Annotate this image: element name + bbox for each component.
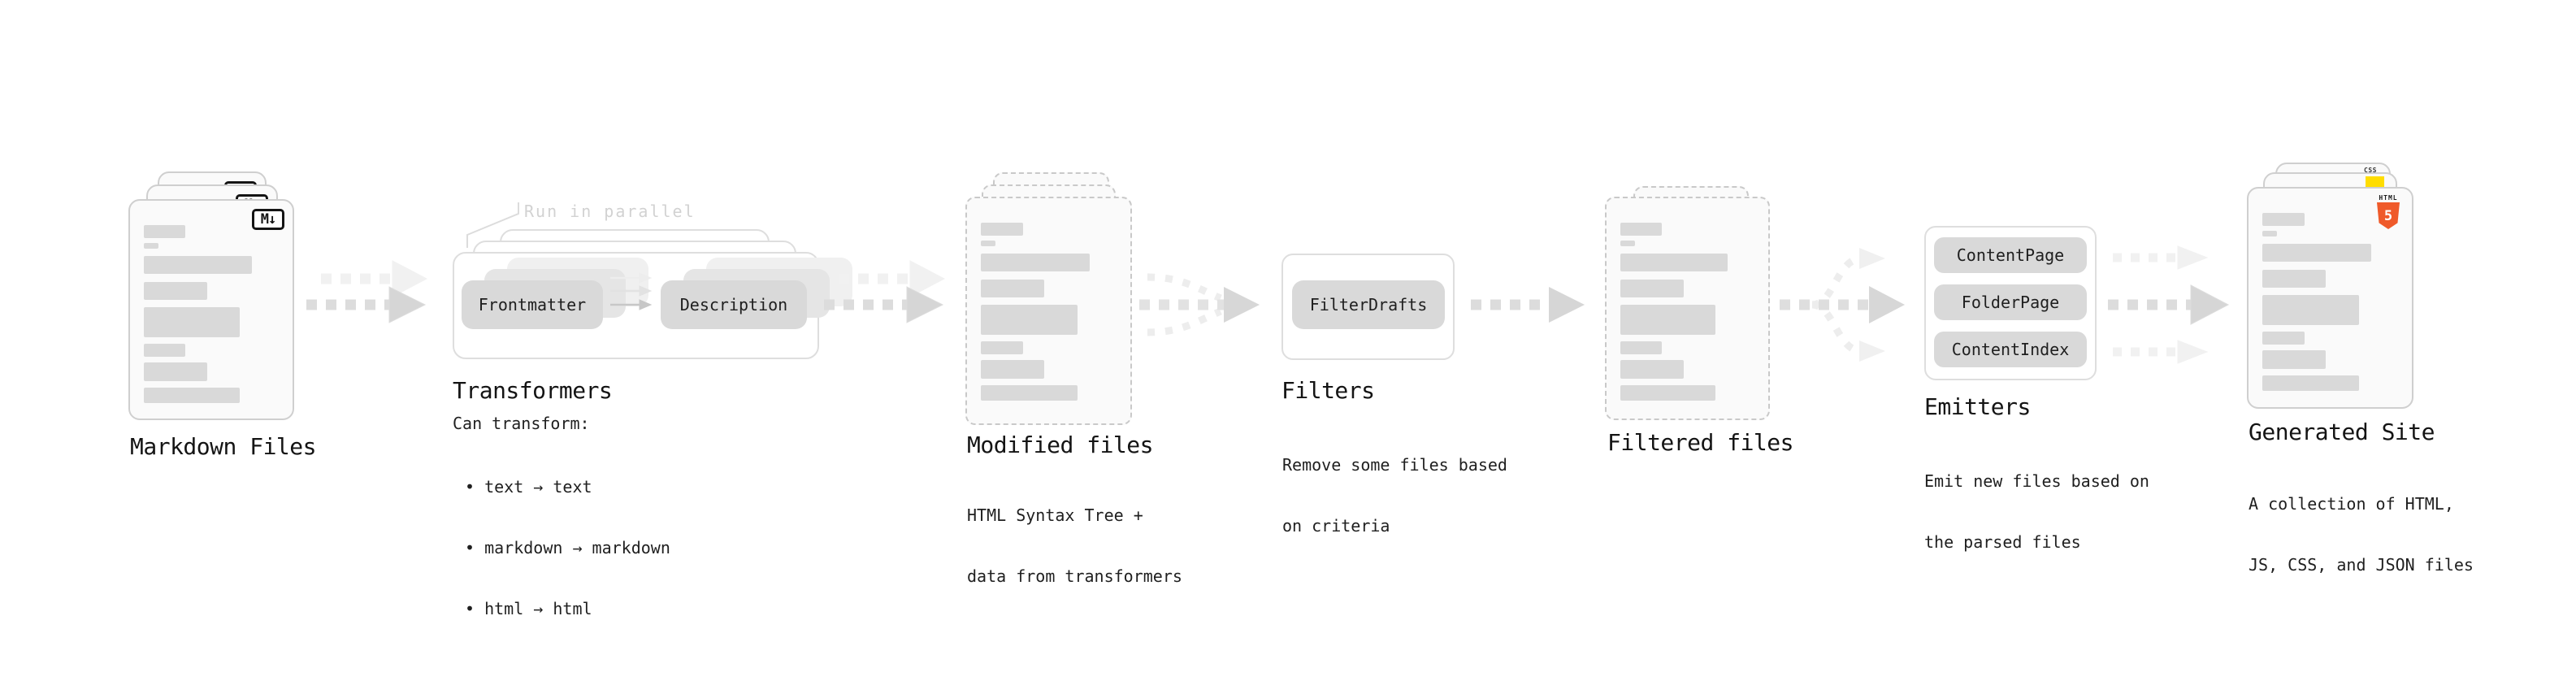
text-line-placeholder — [144, 256, 252, 274]
transformer-capability: • text → text — [465, 477, 592, 497]
flow-arrow-transformers-to-modified — [824, 260, 946, 323]
markdown-icon-text: M↓ — [260, 211, 277, 228]
contentpage-pill: ContentPage — [1934, 237, 2087, 273]
text-line-placeholder — [1620, 223, 1663, 236]
markdown-files-stack: M↓ M↓ M↓ — [128, 171, 301, 422]
text-line-placeholder — [2262, 244, 2371, 262]
text-line-placeholder — [981, 360, 1045, 379]
flow-arrow-modified-to-filters — [1139, 273, 1260, 336]
flow-arrow-filters-to-filtered — [1471, 287, 1585, 323]
text-line-placeholder — [1620, 385, 1716, 401]
filtered-files-stack — [1605, 186, 1777, 420]
document-content-placeholder — [2249, 189, 2412, 391]
modified-files-sublabel: HTML Syntax Tree + data from transformer… — [967, 465, 1182, 627]
flow-arrow-markdown-to-transformers — [306, 260, 428, 323]
description-pill: Description — [661, 280, 807, 329]
modified-file-card-front — [965, 197, 1132, 425]
text-line-placeholder — [144, 362, 208, 381]
sublabel-line: data from transformers — [967, 566, 1182, 586]
markdown-icon: M↓ — [252, 209, 284, 230]
text-line-placeholder — [981, 280, 1045, 297]
transformers-bullet-list: • text → text • markdown → markdown • ht… — [465, 436, 670, 660]
modified-files-stack — [965, 172, 1138, 425]
document-content-placeholder — [1607, 198, 1768, 401]
filters-heading: Filters — [1281, 377, 1375, 404]
html5-icon-number: 5 — [2383, 207, 2393, 224]
sublabel-line: HTML Syntax Tree + — [967, 505, 1143, 525]
generated-site-stack: CSS HTML 5 — [2247, 163, 2419, 409]
generated-site-label: Generated Site — [2249, 419, 2435, 445]
text-line-placeholder — [144, 225, 186, 238]
filtered-file-card-front — [1605, 197, 1770, 420]
css-icon-text: CSS — [2364, 167, 2377, 174]
text-line-placeholder — [144, 388, 240, 403]
js-icon — [2366, 176, 2384, 188]
document-content-placeholder — [130, 201, 293, 403]
folderpage-pill: FolderPage — [1934, 284, 2087, 320]
text-line-placeholder — [2262, 295, 2359, 325]
text-line-placeholder — [1620, 360, 1684, 379]
text-line-placeholder — [2262, 350, 2327, 369]
sublabel-line: on criteria — [1282, 516, 1390, 536]
html5-icon-shield: 5 — [2377, 202, 2400, 229]
text-line-placeholder — [144, 344, 186, 357]
text-line-placeholder — [981, 385, 1078, 401]
filters-container: FilterDrafts — [1281, 254, 1455, 360]
sublabel-line: A collection of HTML, — [2249, 494, 2454, 514]
filterdrafts-pill: FilterDrafts — [1292, 280, 1445, 329]
sublabel-line: the parsed files — [1924, 532, 2081, 552]
text-line-placeholder — [1620, 341, 1663, 354]
sublabel-line: JS, CSS, and JSON files — [2249, 555, 2474, 575]
transformer-capability: • markdown → markdown — [465, 538, 670, 557]
transformers-heading: Transformers — [453, 377, 613, 404]
text-line-placeholder — [1620, 305, 1716, 335]
text-line-placeholder — [981, 305, 1078, 335]
text-line-placeholder — [981, 241, 996, 246]
text-line-placeholder — [981, 223, 1023, 236]
text-line-placeholder — [981, 341, 1023, 354]
text-line-placeholder — [2262, 231, 2278, 236]
transformers-figure: Frontmatter Description — [453, 229, 852, 361]
text-line-placeholder — [2262, 270, 2327, 288]
flow-arrow-emitters-to-generated — [2108, 245, 2230, 364]
markdown-file-card-front: M↓ — [128, 199, 294, 420]
emitters-heading: Emitters — [1924, 393, 2031, 420]
html5-icon-word: HTML — [2379, 194, 2398, 202]
callout-line — [466, 202, 519, 248]
text-line-placeholder — [2262, 332, 2305, 345]
transformer-capability: • html → html — [465, 599, 592, 618]
modified-files-label: Modified files — [967, 432, 1154, 458]
frontmatter-pill: Frontmatter — [462, 280, 603, 329]
generated-site-sublabel: A collection of HTML, JS, CSS, and JSON … — [2249, 453, 2474, 616]
text-line-placeholder — [2262, 213, 2305, 226]
html5-icon: HTML 5 — [2374, 194, 2402, 229]
text-line-placeholder — [1620, 280, 1684, 297]
markdown-files-label: Markdown Files — [130, 433, 317, 460]
html-file-card: HTML 5 — [2247, 187, 2413, 409]
text-line-placeholder — [1620, 254, 1728, 271]
contentindex-pill: ContentIndex — [1934, 332, 2087, 367]
filters-sublabel: Remove some files based on criteria — [1282, 414, 1507, 577]
text-line-placeholder — [144, 282, 208, 300]
transformers-subtitle: Can transform: — [453, 414, 590, 433]
filtered-files-label: Filtered files — [1607, 429, 1794, 456]
document-content-placeholder — [967, 198, 1130, 401]
text-line-placeholder — [1620, 241, 1636, 246]
run-in-parallel-callout: Run in parallel — [524, 202, 696, 221]
emitters-sublabel: Emit new files based on the parsed files — [1924, 431, 2149, 593]
text-line-placeholder — [144, 243, 159, 249]
parallel-arrows-icon — [610, 272, 653, 310]
text-line-placeholder — [981, 254, 1090, 271]
emitters-container: ContentPage FolderPage ContentIndex — [1924, 226, 2097, 380]
text-line-placeholder — [144, 307, 240, 337]
sublabel-line: Remove some files based — [1282, 455, 1507, 475]
sublabel-line: Emit new files based on — [1924, 471, 2149, 491]
flow-arrow-filtered-to-emitters — [1780, 248, 1905, 362]
text-line-placeholder — [2262, 375, 2359, 391]
